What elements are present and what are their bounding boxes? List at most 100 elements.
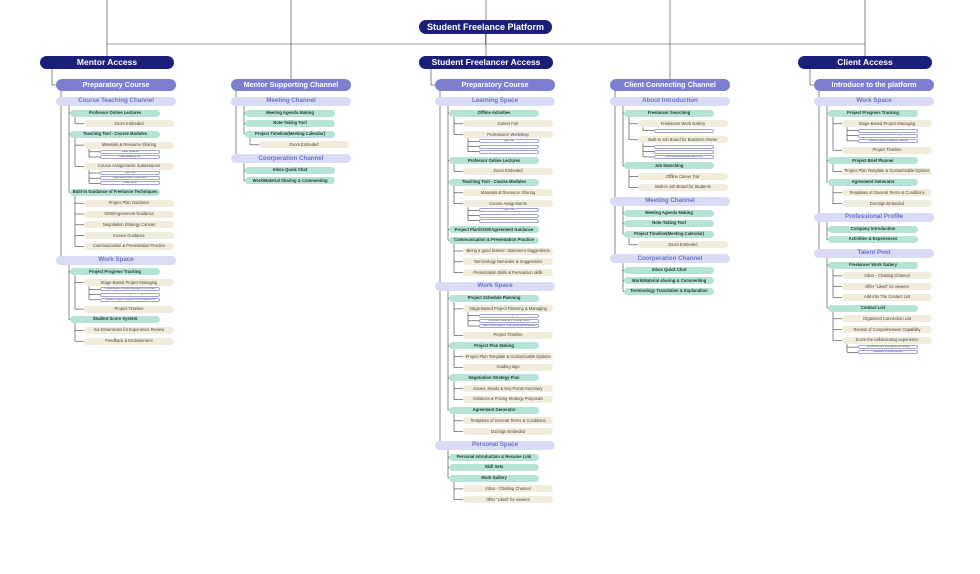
- node-career-fair: Career Fair: [463, 120, 553, 128]
- node-six-dimensions-for-experience-review: Six Dimensions for Experience Review: [84, 326, 174, 334]
- node-class-syllabus: Class Syllabus: [100, 149, 160, 154]
- node-negotiation-strategy-plan: Negotiation Strategy Plan: [449, 374, 539, 382]
- node-student-score-system: Student Score System: [70, 316, 160, 324]
- node-course-assignments: Course Assignments: [463, 200, 553, 208]
- node-course-assignments-submissions: Course Assignments Submissions: [84, 162, 174, 170]
- node-collaboration-onboarding-agency-schedule: Collaboration/Onboarding/Agency/Schedule: [479, 313, 539, 318]
- node-agreement-generator: Agreement Generator: [449, 406, 539, 414]
- node-professor-online-lectures: Professor Online Lectures: [70, 109, 160, 117]
- node-class-reading-list: Class Reading List: [100, 155, 160, 159]
- node-zoom-embeded: Zoom Embeded: [259, 141, 349, 149]
- node-terminology-reminder-suggestions: Terminology Reminder & Suggestions: [463, 258, 553, 266]
- node-project-plan-template-customizable-optio: Project Plan Template & Customizable Opt…: [463, 353, 553, 361]
- node-project-timeline: Project Timeline: [463, 331, 553, 339]
- node-zoom-embeded: Zoom Embeded: [84, 120, 174, 128]
- diagram-title: Student Freelance Platform: [419, 20, 552, 34]
- node-project-requests: Project Requests: [654, 144, 714, 149]
- section-preparatory-course: Preparatory Course: [435, 79, 555, 91]
- node-activities-experiences: Activities & Experiences: [828, 236, 918, 244]
- node-case-study: Case Study: [479, 218, 539, 223]
- subsection-work-space: Work Space: [56, 255, 176, 265]
- node-stage-based-project-managing: Stage-Based Project Managing: [84, 279, 174, 287]
- subsection-personal-space: Personal Space: [435, 441, 555, 451]
- node-negotiation-deal-observation: Negotiation Deal Observation: [479, 213, 539, 218]
- node-docsign-embeded: DocSign Embeded: [842, 200, 932, 208]
- node-work-gallery: Work Gallery: [449, 474, 539, 482]
- node-materials-resource-sharing: Materials & Resource Sharing: [463, 189, 553, 197]
- node-personal-introduction-resume-link: Personal Introduction & Resume Link: [449, 453, 539, 461]
- node-freelancer-work-gallery: Freelancer Work Gallery: [638, 120, 728, 128]
- node-presentation-skills-persuasion-skills: Presentation Skills & Persuasion skills: [463, 269, 553, 277]
- node-project-timeline: Project Timeline: [84, 305, 174, 313]
- node-freelancer-work-gallery: Freelancer Work Gallery: [828, 261, 918, 269]
- node-work-material-sharing-commenting: Work/Material sharing & Commenting: [624, 277, 714, 285]
- column-client-access: Client Access: [798, 56, 932, 69]
- column-mentor-access: Mentor Access: [40, 56, 174, 69]
- subsection-talent-pool: Talent Pool: [814, 249, 934, 259]
- subsection-meeting-channel: Meeting Channel: [231, 97, 351, 106]
- node-project-plan-template-customizable-optio: Project Plan Template & Customizable Opt…: [842, 168, 932, 175]
- node-zoom-embeded: Zoom Embeded: [638, 241, 728, 249]
- node-docsign-embeded: DocSign Embeded: [463, 428, 553, 436]
- node-issues-needs-key-points-summary: Issues, Needs & Key Points Summary: [463, 385, 553, 393]
- node-skill-sets: Skill Sets: [449, 464, 539, 472]
- node-negotiation-strategy-canvas: Negotiation Strategy Canvas: [84, 221, 174, 229]
- node-teaching-tool-course-modules: Teaching Tool - Course Modules: [70, 130, 160, 138]
- node-built-in-guidance-of-freelance-technique: Built-in Guidance of Freelance Technique…: [70, 188, 160, 196]
- subsection-coorperation-channel: Coorperation Channel: [610, 254, 730, 264]
- section-preparatory-course: Preparatory Course: [56, 79, 176, 91]
- node-negotiation-deal-observation: Negotiation Deal Observation: [100, 176, 160, 181]
- node-negotiation-deal-observation: Negotiation Deal Observation: [479, 144, 539, 149]
- node-document-sharing-sharing-cloud: Document Sharing & Sharing Cloud: [100, 292, 160, 297]
- node-document-sharing-sharing-cloud: Document Sharing & Sharing Cloud: [479, 318, 539, 323]
- node-invoice-guidance: Invoice Guidance: [84, 232, 174, 240]
- node-project-timeline-meeting-calendar: Project Timeline(Meeting Calendar): [245, 130, 335, 138]
- node-built-in-job-board-for-students: Built-in Job Board for Students: [638, 184, 728, 191]
- node-stage-based-project-planning-managing: Stage-Based Project Planning & Managing: [463, 305, 553, 313]
- node-sow-agreement-guidance: SOW/Agreement Guidance: [84, 210, 174, 218]
- node-project-progress-tracking: Project Progress Tracking: [828, 109, 918, 117]
- subsection-coorperation-channel: Coorperation Channel: [231, 154, 351, 164]
- node-feedback-endorsement: Feedback & Endorsement: [84, 337, 174, 345]
- node-project-brief-planner: Project Brief Planner: [828, 157, 918, 165]
- node-communication-presentation-practice: Communication & Presentation Practice: [449, 236, 539, 244]
- node-collaboration-onboarding-agency-invoice: Collaboration/Onboarding/Agency & Invoic…: [100, 287, 160, 292]
- node-quiz-tab: Quiz Tab: [479, 208, 539, 213]
- node-guiding-tags: Guiding tags: [463, 363, 553, 371]
- node-quote-onboarding-invoice: Quote/Onboarding/Invoice: [858, 128, 918, 133]
- section-introduce-to-the-platform: Introduce to the platform: [814, 79, 934, 91]
- node-score-the-collaborating-experience: Score the collaborating experience: [842, 336, 932, 344]
- node-contact-list: Contact List: [828, 304, 918, 312]
- node-work-material-sharing-commenting: Work/Material Sharing & Commenting: [245, 177, 335, 185]
- subsection-learning-space: Learning Space: [435, 97, 555, 106]
- node-project-schedule-planning: Project Schedule Planning: [449, 294, 539, 302]
- subsection-about-introduction: About Introduction: [610, 97, 730, 106]
- node-professor-online-lectures: Professor Online Lectures: [449, 157, 539, 165]
- subsection-meeting-channel: Meeting Channel: [610, 197, 730, 206]
- node-freelancer-searching: Freelancer Searching: [624, 109, 714, 117]
- node-teaching-tool-course-modules: Teaching Tool - Course Modules: [449, 178, 539, 186]
- node-stage-based-project-managing: Stage-Based Project Managing: [842, 120, 932, 128]
- node-materials-resource-sharing: Materials & Resource Sharing: [84, 141, 174, 149]
- node-inbox-quick-chat: Inbox Quick Chat: [245, 166, 335, 174]
- node-built-in-job-board-for-business-owner: Built-in Job Board for Business Owner: [638, 136, 728, 144]
- node-organized-connection-list: Organized Connection List: [842, 315, 932, 323]
- node-project-plan-guidance: Project Plan Guidance: [84, 199, 174, 207]
- node-being-a-good-listener-statement-suggesti: Being a good listener: Statement Suggest…: [463, 247, 553, 255]
- node-offline-activities: Offline Activities: [449, 109, 539, 117]
- node-job-searching: Job Searching: [624, 162, 714, 170]
- node-feedback-endorsement: Feedback & Endorsement: [858, 350, 918, 355]
- node-offer-liked-for-viewers: Offer "Liked" for viewers: [463, 496, 553, 504]
- node-agreement-generator: Agreement Generator: [828, 178, 918, 186]
- node-meeting-agenda-making: Meeting Agenda Making: [245, 109, 335, 117]
- node-case-study: Case Study: [479, 149, 539, 154]
- node-solutions-pricing-strategy-proposals: Solutions & Pricing Strategy Proposals: [463, 396, 553, 403]
- node-offer-liked-for-viewers: Offer "Liked" for viewers: [842, 283, 932, 291]
- column-student-freelancer-access: Student Freelancer Access: [419, 56, 553, 69]
- section-mentor-supporting-channel: Mentor Supporting Channel: [231, 79, 351, 91]
- section-client-connecting-channel: Client Connecting Channel: [610, 79, 730, 91]
- node-six-dimensions-for-experience-review: Six dimensions for experience review: [858, 345, 918, 350]
- subsection-work-space: Work Space: [435, 282, 555, 292]
- node-terminology-translation-explanation: Terminology Translation & Explanation: [624, 287, 714, 295]
